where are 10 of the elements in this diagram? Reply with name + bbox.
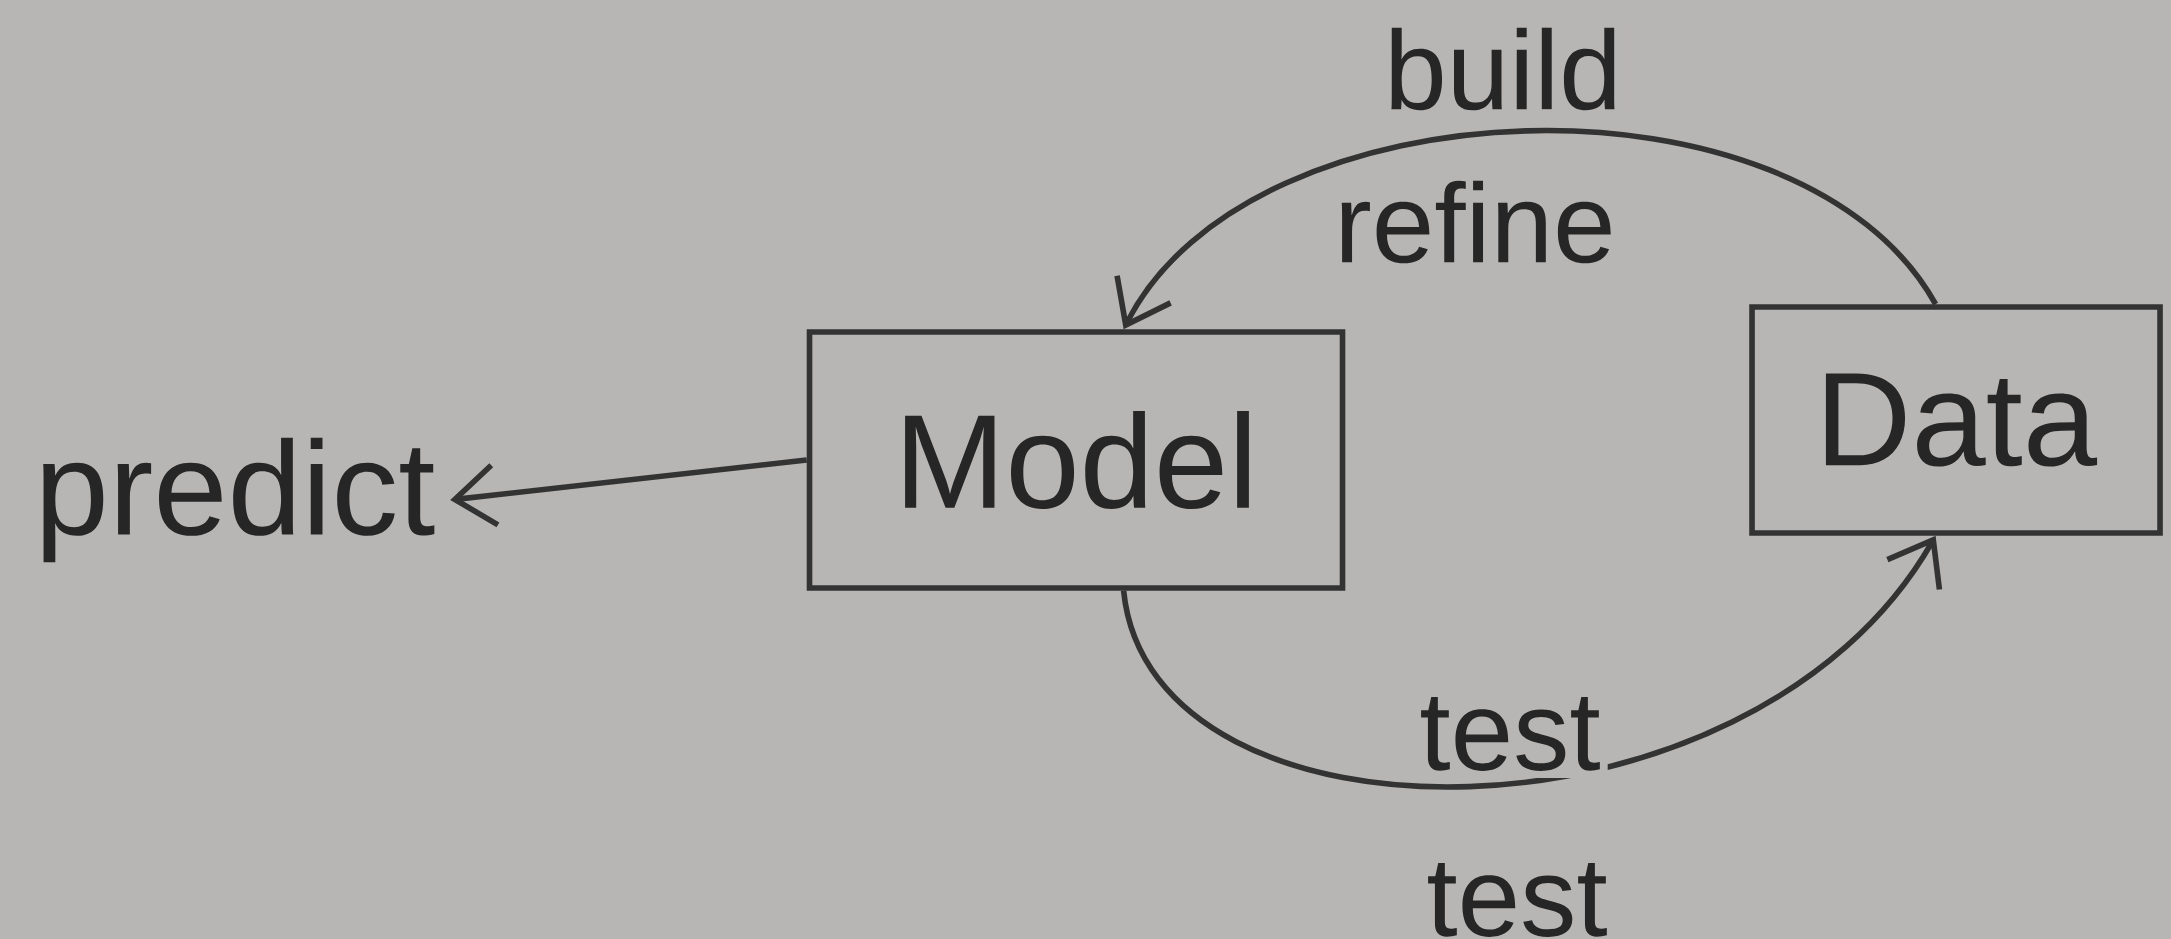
output-text: predict: [43, 437, 435, 563]
arrow: [1114, 128, 1938, 330]
process-box: Model: [806, 329, 1346, 591]
edge-label: test: [1412, 690, 1608, 778]
note-text: test: [1428, 863, 1607, 937]
process-box: Data: [1749, 304, 2163, 536]
edge-label: build: [1377, 20, 1629, 118]
note-text: refine: [1341, 180, 1611, 264]
arrow: [450, 457, 808, 528]
arrow: [1120, 535, 1943, 790]
